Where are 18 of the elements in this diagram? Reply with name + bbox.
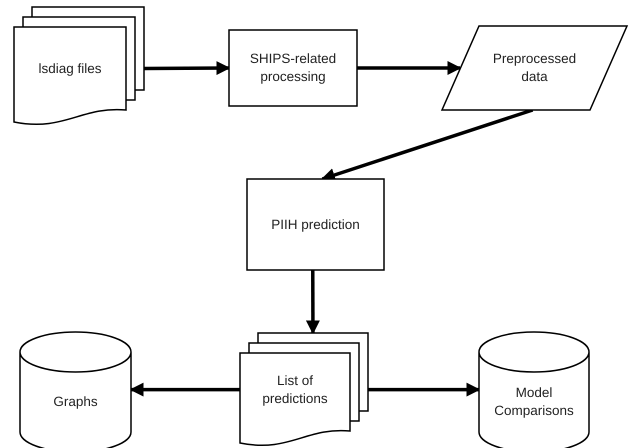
node-label: lsdiag files (38, 60, 102, 78)
node-label: List of predictions (261, 372, 329, 408)
arrow (368, 382, 480, 397)
arrow (357, 61, 462, 75)
node-label: Preprocessed data (492, 50, 577, 86)
data-parallelogram (442, 26, 627, 110)
database-cylinder (20, 332, 131, 448)
database-cylinder (479, 332, 589, 448)
arrow (306, 270, 320, 334)
process-box (229, 30, 357, 106)
document-stack (240, 333, 368, 448)
arrow (130, 382, 240, 397)
node-label: Graphs (53, 393, 98, 411)
process-box (247, 179, 384, 270)
node-label: PIIH prediction (271, 216, 360, 234)
node-label: SHIPS-related processing (248, 50, 338, 86)
node-label: Model Comparisons (493, 384, 575, 420)
arrow (144, 61, 230, 76)
